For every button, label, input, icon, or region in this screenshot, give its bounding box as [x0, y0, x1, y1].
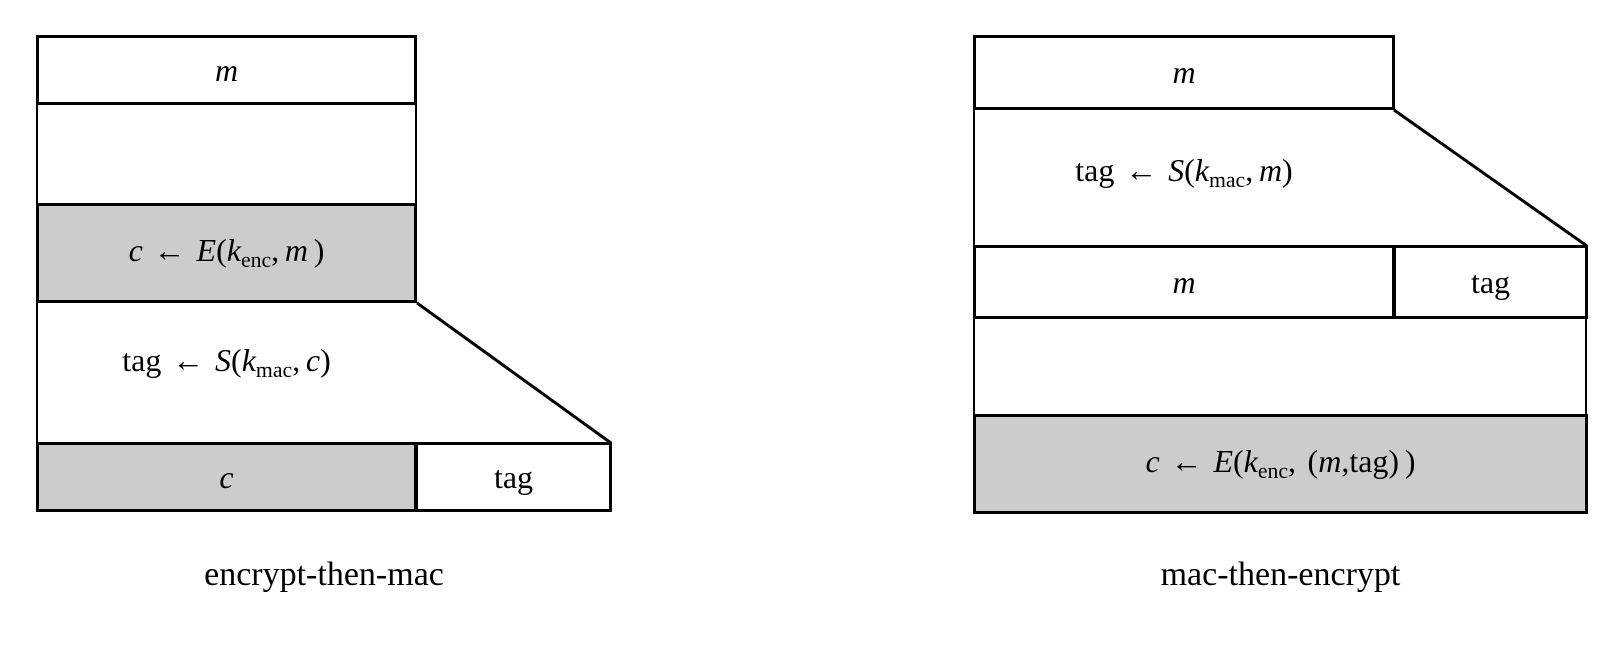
etm-box-output-tag: tag [415, 442, 612, 512]
etm-caption: encrypt-then-mac [204, 556, 444, 593]
rail-left-lower [36, 301, 38, 444]
rail-mte-right-lower [1585, 317, 1587, 417]
mte-box-pair-tag: tag [1393, 245, 1588, 319]
mte-caption: mac-then-encrypt [1160, 556, 1401, 593]
etm-encrypt-formula: c←E(kenc,m) [128, 232, 325, 273]
etm-box-message: m [36, 35, 417, 105]
mte-box-pair-m: m [973, 245, 1395, 319]
mte-box-message: m [973, 35, 1395, 110]
rail-right-upper [415, 105, 417, 205]
rail-mte-left-upper [973, 108, 975, 248]
etm-box-output-c: c [36, 442, 417, 512]
diagonal-line-mte [1393, 108, 1588, 248]
etm-output-tag-label: tag [493, 458, 534, 495]
mte-message-label: m [1172, 54, 1196, 90]
mte-pair-tag-label: tag [1470, 263, 1511, 300]
etm-message-label: m [214, 51, 239, 88]
mte-encrypt-formula: c←E(kenc,(m,tag)) [1145, 443, 1416, 484]
mte-pair-m-label: m [1172, 263, 1196, 300]
etm-box-encrypt: c←E(kenc,m) [36, 203, 417, 303]
etm-mac-formula: tag←S(kmac,c) [122, 342, 331, 383]
etm-mac-annotation: tag←S(kmac,c) [36, 335, 417, 391]
rail-left-upper [36, 105, 38, 205]
mte-mac-annotation: tag←S(kmac,m) [973, 145, 1395, 201]
rail-mte-left-lower [973, 317, 975, 417]
diagonal-line-etm [416, 301, 612, 445]
mte-box-encrypt: c←E(kenc,(m,tag)) [973, 414, 1588, 514]
mte-mac-formula: tag←S(kmac,m) [1075, 152, 1293, 193]
etm-output-c-label: c [219, 458, 234, 495]
